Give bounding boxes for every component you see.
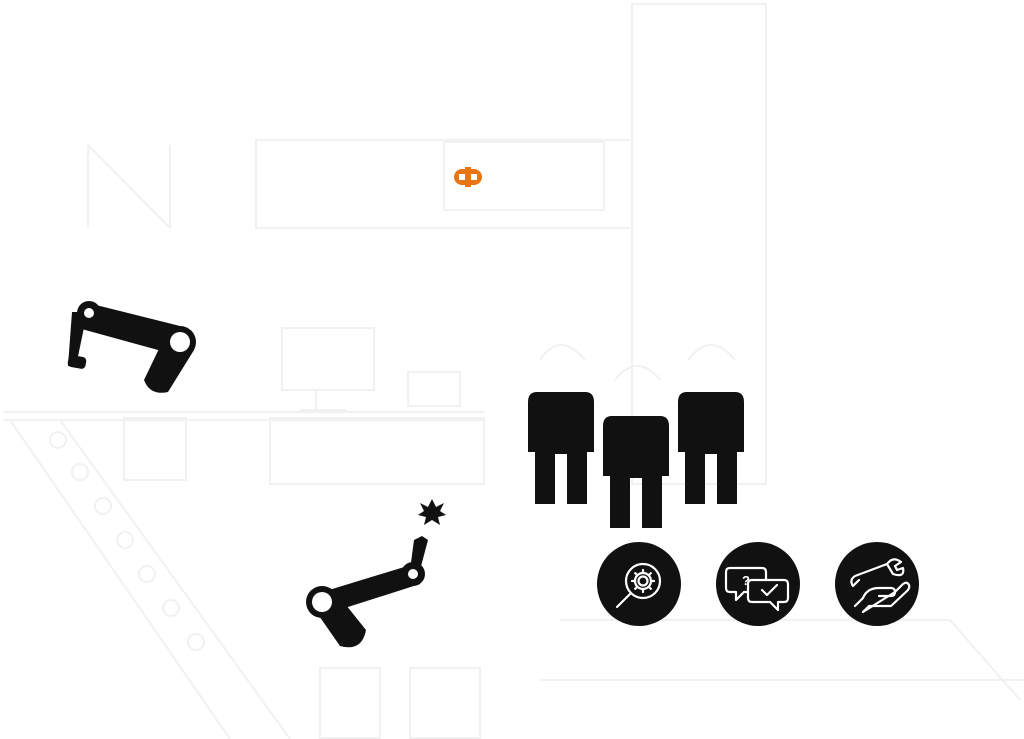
bench-body-outline xyxy=(269,417,485,485)
background-factory-outlines xyxy=(4,3,1024,739)
conveyor-outline xyxy=(9,419,291,739)
person-left xyxy=(528,392,594,504)
window-frame-left xyxy=(87,144,171,229)
factory-roof-band xyxy=(255,139,633,229)
svg-text:?: ? xyxy=(742,573,750,588)
monitor-outline xyxy=(281,327,375,391)
crate-outline xyxy=(123,417,187,481)
chat-question-icon: ? xyxy=(716,542,800,626)
helmet-outlines xyxy=(539,344,736,381)
people-group-icon xyxy=(528,392,744,528)
keyboard-outline xyxy=(407,371,461,407)
robot-arm-welding-icon xyxy=(306,536,428,648)
person-middle xyxy=(603,416,669,528)
robot-arm-icon xyxy=(67,301,196,393)
gear-magnifier-icon xyxy=(597,542,681,626)
monitor-stand-outline xyxy=(300,390,346,411)
workbench-top-outline xyxy=(4,411,484,421)
orange-logo-mark xyxy=(454,167,482,187)
box-outline-bottom xyxy=(319,667,381,739)
spark-icon xyxy=(418,499,446,525)
floor-platform-outline xyxy=(540,619,1024,701)
conveyor-rollers xyxy=(49,431,205,651)
wrench-hand-icon xyxy=(835,542,919,626)
person-right xyxy=(678,392,744,504)
box-outline-bottom-2 xyxy=(409,667,481,739)
sign-panel xyxy=(443,141,605,211)
